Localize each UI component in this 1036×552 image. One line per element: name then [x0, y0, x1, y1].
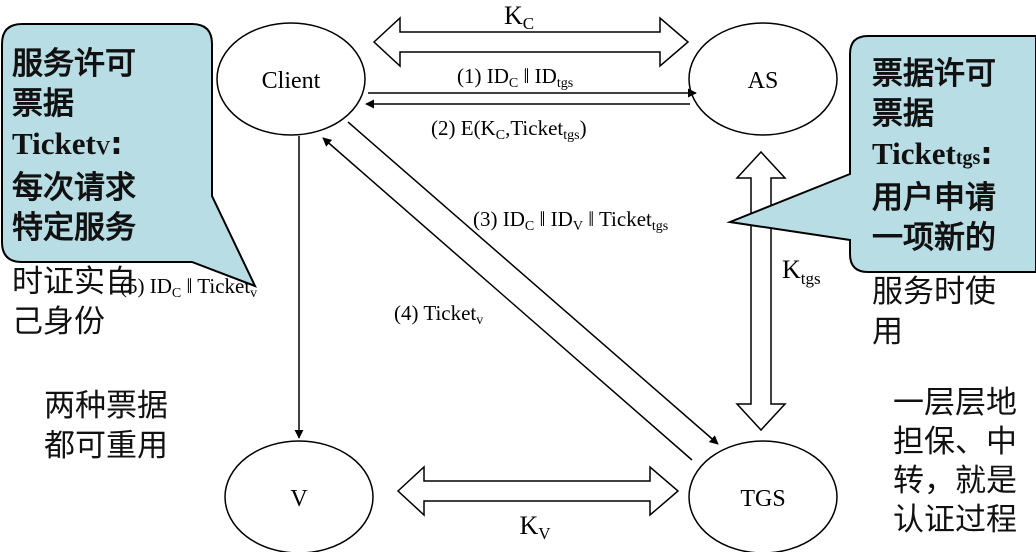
kc-label: KC: [504, 1, 534, 33]
left-overflow-line: 时证实自: [12, 264, 136, 300]
chain-note-line: 转，就是: [893, 463, 1017, 499]
right-overflow-line: 服务时使: [872, 274, 996, 310]
left-callout-line: 每次请求: [12, 170, 136, 206]
v-node: [224, 440, 374, 552]
as-label: AS: [748, 68, 779, 94]
msg3-label: (3) IDC ‖ IDV ‖ Tickettgs: [473, 207, 668, 234]
right-overflow-line: 用: [872, 314, 903, 350]
left-callout-line: 特定服务: [12, 210, 136, 246]
tgs-node: [688, 440, 838, 552]
left-callout-line: 票据: [12, 86, 74, 122]
right-callout-line: 用户申请: [872, 180, 996, 216]
chain-note-line: 一层层地: [893, 385, 1017, 421]
reuse-note-line: 都可重用: [44, 428, 168, 464]
ktgs-label: Ktgs: [782, 255, 821, 288]
msg4-arrow: [322, 137, 693, 461]
v-label: V: [290, 486, 308, 512]
left-callout-ticket-line: TicketV:: [12, 126, 123, 162]
right-callout-line: 票据: [872, 96, 934, 132]
right-callout-line: 一项新的: [872, 220, 996, 256]
left-overflow-text: 时证实自 己身份: [12, 262, 136, 342]
right-callout-ticket-line: Tickettgs:: [872, 136, 993, 172]
tgs-label: TGS: [740, 486, 785, 512]
left-callout-bubble: [1, 23, 257, 288]
left-overflow-line: 己身份: [12, 304, 105, 340]
right-callout-line: 票据许可: [872, 56, 996, 92]
left-callout-line: 服务许可: [12, 46, 136, 82]
kv-label: KV: [519, 511, 551, 543]
chain-note-line: 认证过程: [893, 502, 1017, 538]
client-label: Client: [262, 68, 321, 94]
msg3-arrow: [347, 121, 719, 445]
msg5-label: (5) IDC ‖ Ticketv: [120, 274, 257, 301]
msg4-label: (4) Ticketv: [394, 301, 483, 328]
ktgs-double-arrow: [735, 150, 787, 432]
reuse-note-line: 两种票据: [44, 388, 168, 424]
right-callout-text: 票据许可 票据 Tickettgs: 用户申请 一项新的: [872, 54, 996, 258]
kv-double-arrow: [396, 465, 680, 517]
chain-note-line: 担保、中: [893, 424, 1017, 460]
kc-double-arrow: [372, 16, 690, 68]
as-node: [688, 22, 838, 136]
client-node: [216, 22, 366, 136]
right-callout-bubble: [726, 35, 1036, 273]
right-overflow-text: 服务时使 用: [872, 272, 996, 352]
reuse-note: 两种票据 都可重用: [44, 386, 168, 466]
msg1-label: (1) IDC ‖ IDtgs: [457, 64, 573, 91]
msg2-label: (2) E(KC,Tickettgs): [431, 116, 587, 143]
chain-note: 一层层地 担保、中 转，就是 认证过程: [893, 384, 1017, 540]
left-callout-text: 服务许可 票据 TicketV: 每次请求 特定服务: [12, 44, 136, 248]
